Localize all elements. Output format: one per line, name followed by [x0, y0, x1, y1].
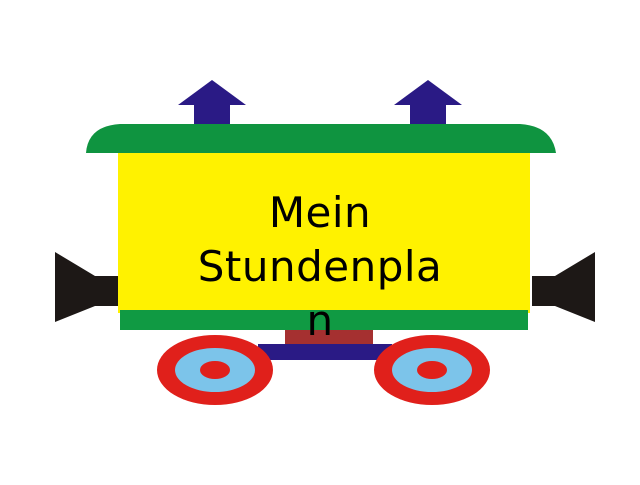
- right-chimney-arrow-icon: [394, 80, 462, 124]
- right-bumper-icon: [532, 252, 595, 322]
- wagon-roof: [86, 124, 556, 153]
- wagon-base-band: [120, 310, 528, 330]
- wagon-body: [118, 153, 530, 313]
- right-wheel-icon: [374, 335, 490, 405]
- title-line-1: Mein: [268, 188, 372, 237]
- slide-title: Mein Stundenpla n: [160, 186, 480, 348]
- left-wheel-icon: [157, 335, 273, 405]
- left-bumper-icon: [55, 252, 118, 322]
- title-line-3: n: [306, 296, 334, 345]
- title-line-2: Stundenpla: [197, 242, 443, 291]
- axle-bar: [258, 344, 392, 360]
- left-chimney-arrow-icon: [178, 80, 246, 124]
- coupling-block: [285, 330, 373, 347]
